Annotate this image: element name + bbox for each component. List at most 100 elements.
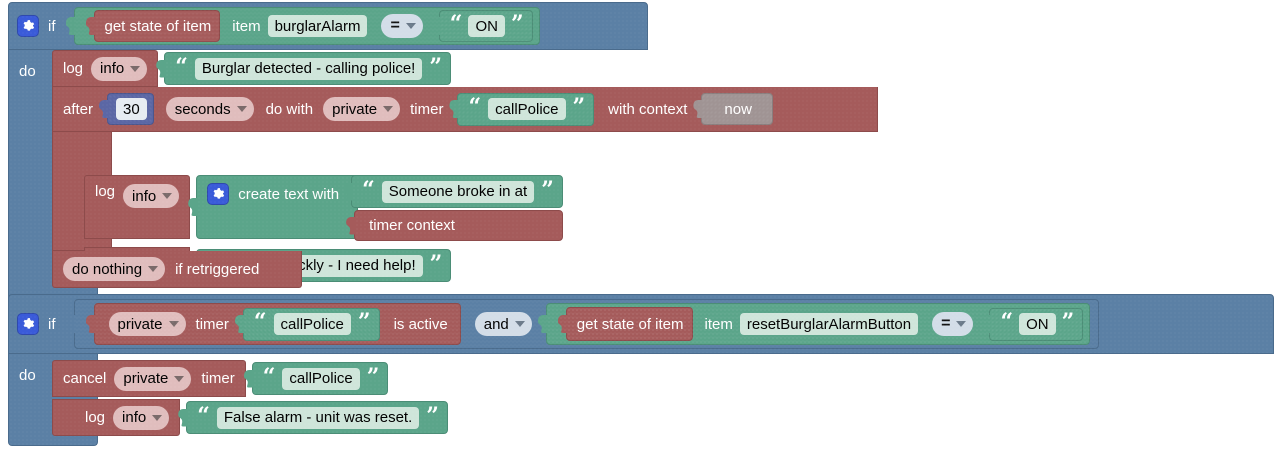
chevron-down-icon [152,414,163,421]
rule1-timer-amount[interactable]: 30 [116,98,147,120]
rule2-timer-scope-dropdown[interactable]: private [108,312,186,336]
chevron-down-icon [405,23,416,29]
chevron-down-icon [148,266,159,272]
rule1-timer-header[interactable]: after 30 seconds do with private [52,87,878,132]
rule2-cancel-timer-name-value[interactable]: callPolice [282,367,360,390]
rule1-get-state-label: get state of item [104,17,212,35]
rule1-if-label: if [48,17,56,35]
rule1-retrigger-footer[interactable]: do nothing if retriggered [52,251,302,288]
rule-block-1[interactable]: if get state of item item burglarAlarm =… [8,2,878,300]
rule1-comparison-block[interactable]: get state of item item burglarAlarm = “ … [73,7,540,45]
rule2-log-block[interactable]: log info [52,399,181,436]
rule1-compare-value[interactable]: ON [468,15,505,37]
chevron-down-icon [168,321,179,327]
rule2-cancel-label: cancel [63,370,107,387]
rule1-log-statement[interactable]: log info “ Burglar detected - calling po… [52,50,878,87]
rule1-retrigger-action-value: do nothing [72,260,143,278]
rule1-create-text-inputs[interactable]: “ Someone broke in at ” timer context [342,175,563,241]
rule1-log-text-block[interactable]: “ Burglar detected - calling police! ” [164,52,451,85]
rule1-inner-log-a-statement[interactable]: log info [84,175,563,241]
rule2-timer-scope-value: private [117,315,163,333]
rule2-if-header[interactable]: if private timer “ callPolice ” [8,294,1274,354]
gear-icon[interactable] [17,313,39,335]
rule2-timer-name-value[interactable]: callPolice [273,313,351,335]
rule2-logic-operator-dropdown[interactable]: and [474,312,532,336]
rule1-if-header[interactable]: if get state of item item burglarAlarm =… [8,2,648,50]
rule2-timer-name-block[interactable]: “ callPolice ” [242,307,380,341]
rule2-cancel-timer-label: timer [201,370,235,387]
rule2-log-statement[interactable]: log info “ False alarm - unit was reset.… [52,399,448,436]
rule2-statement-stack[interactable]: cancel private timer “ callPolice ” log [52,360,448,436]
rule1-log-block[interactable]: log info [52,50,159,87]
rule2-item-value[interactable]: resetBurglarAlarmButton [739,313,919,335]
rule2-operator-dropdown[interactable]: = [932,312,974,336]
rule1-operator-value: = [390,17,400,34]
rule1-do-label: do [19,63,36,80]
rule1-with-context-label: with context [608,100,688,118]
rule1-compare-text-block[interactable]: “ ON ” [438,10,533,42]
rule1-do-with-label: do with [265,100,314,118]
rule1-timer-unit-dropdown[interactable]: seconds [165,97,254,121]
rule2-get-state-of-item-block[interactable]: get state of item [565,307,693,341]
chevron-down-icon [956,321,967,327]
rule2-log-label: log [85,409,106,426]
rule2-cancel-timer-name-block[interactable]: “ callPolice ” [251,362,389,395]
rule1-get-state-of-item-block[interactable]: get state of item [93,10,221,42]
rule1-retrigger-dropdown[interactable]: do nothing [63,257,166,281]
rule2-do-label: do [19,367,36,384]
rule2-log-text-block[interactable]: “ False alarm - unit was reset. ” [186,401,448,434]
rule1-inner-log-a-level-dropdown[interactable]: info [123,184,180,208]
rule1-inner-log-a-block[interactable]: log info [84,175,191,239]
rule2-operator-value: = [941,315,951,332]
rule2-compare-text-block[interactable]: “ ON ” [989,307,1084,341]
rule1-retrigger-label: if retriggered [175,260,260,278]
rule2-log-level-dropdown[interactable]: info [113,405,170,430]
rule1-timer-word-label: timer [410,100,444,118]
rule1-inner-log-a-label: log [95,183,116,200]
rule1-operator-dropdown[interactable]: = [381,14,423,38]
chevron-down-icon [236,106,247,112]
rule2-if-label: if [48,315,56,333]
rule1-log-level-value: info [100,60,125,77]
rule2-cancel-statement[interactable]: cancel private timer “ callPolice ” [52,360,448,397]
rule1-statement-stack[interactable]: log info “ Burglar detected - calling po… [52,50,878,288]
rule1-item-label: item [232,17,261,35]
rule2-timer-word-label: timer [195,315,229,333]
rule2-logic-operator-value: and [483,315,509,333]
rule1-inner-log-a-level-value: info [132,187,157,205]
rule2-compare-value[interactable]: ON [1019,313,1056,335]
rule1-timer-name-block[interactable]: “ callPolice ” [457,92,595,126]
rule1-timer-statement[interactable]: after 30 seconds do with private [52,87,878,288]
rule2-cancel-scope-value: private [123,370,169,387]
rule2-is-active-label: is active [393,315,448,333]
rule1-log-text-value[interactable]: Burglar detected - calling police! [194,57,423,80]
rule1-log-level-dropdown[interactable]: info [91,56,148,81]
rule2-comparison-block[interactable]: get state of item item resetBurglarAlarm… [545,303,1091,345]
rule2-logic-and-block[interactable]: private timer “ callPolice ” is active [73,299,1100,349]
rule-block-2[interactable]: if private timer “ callPolice ” [8,294,1274,446]
rule2-timer-is-active-block[interactable]: private timer “ callPolice ” is active [93,303,461,345]
rule1-log-label: log [63,60,84,77]
rule1-timer-amount-block[interactable]: 30 [107,93,154,125]
rule1-after-label: after [63,100,94,118]
rule2-cancel-scope-dropdown[interactable]: private [114,366,192,391]
rule1-create-text-part1-block[interactable]: “ Someone broke in at ” [351,175,563,208]
rule2-log-text-value[interactable]: False alarm - unit was reset. [216,406,420,429]
rule1-create-text-block[interactable]: create text with [196,175,359,239]
gear-icon[interactable] [207,183,230,205]
chevron-down-icon [174,375,185,382]
rule1-timer-scope-dropdown[interactable]: private [323,97,401,121]
rule1-timer-context-variable-label: timer context [369,217,455,234]
rule1-timer-context-variable-block[interactable]: timer context [354,210,563,241]
rule1-timer-name-value[interactable]: callPolice [488,98,566,120]
rule2-get-state-label: get state of item [576,315,684,333]
rule1-create-text-part1-value[interactable]: Someone broke in at [381,180,535,203]
rule2-cancel-block[interactable]: cancel private timer [52,360,246,397]
gear-icon[interactable] [17,15,39,37]
rule1-item-value[interactable]: burglarAlarm [267,15,368,37]
rule1-create-text-label: create text with [238,186,340,203]
rule2-item-label: item [704,315,733,333]
chevron-down-icon [514,321,525,327]
rule1-timer-context-block[interactable]: now [701,93,773,125]
